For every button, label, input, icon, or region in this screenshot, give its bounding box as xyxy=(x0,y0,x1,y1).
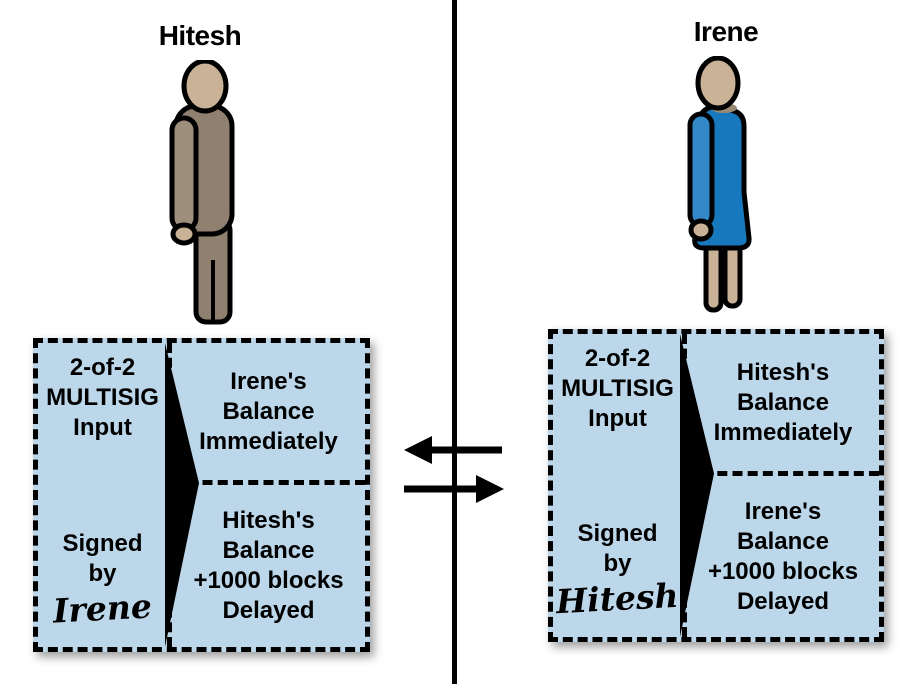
commitment-tx-box: 2-of-2 MULTISIG Input Signed by Irene Ir… xyxy=(33,338,370,652)
person-label-irene: Irene xyxy=(693,16,759,47)
hitesh-figure-icon xyxy=(169,60,235,325)
output-immediate: Hitesh's Balance Immediately xyxy=(713,358,853,446)
irene-side: Irene 2-of-2 MULTISIG Input Signed by Hi… xyxy=(453,0,906,684)
person-label-hitesh: Hitesh xyxy=(158,20,242,51)
center-divider-line xyxy=(452,0,457,684)
signed-by-block: Signed by Irene xyxy=(52,529,153,631)
multisig-input-label: 2-of-2 MULTISIG Input xyxy=(561,345,674,432)
signature: Hitesh xyxy=(555,575,680,622)
input-pane: 2-of-2 MULTISIG Input Signed by Hitesh xyxy=(553,334,682,637)
hitesh-side: Hitesh 2-of-2 MULTISIG Input Signed by I… xyxy=(33,20,370,652)
split-triangle-icon xyxy=(680,334,714,637)
signature: Irene xyxy=(52,586,153,631)
input-pane: 2-of-2 MULTISIG Input Signed by Irene xyxy=(38,343,167,647)
commitment-tx-box: 2-of-2 MULTISIG Input Signed by Hitesh H… xyxy=(548,329,884,642)
irene-figure-icon xyxy=(687,56,752,313)
exchange-arrows-icon xyxy=(404,436,504,503)
output-immediate: Irene's Balance Immediately xyxy=(199,367,338,455)
output-delayed: Hitesh's Balance +1000 blocks Delayed xyxy=(172,480,365,647)
split-triangle-icon xyxy=(165,343,199,647)
outputs-pane: Hitesh's Balance Immediately Irene's Bal… xyxy=(687,334,879,637)
output-delayed: Irene's Balance +1000 blocks Delayed xyxy=(687,471,879,637)
outputs-pane: Irene's Balance Immediately Hitesh's Bal… xyxy=(172,343,365,647)
signed-by-label: Signed by xyxy=(577,520,658,577)
signed-by-label: Signed by xyxy=(62,530,143,587)
signed-by-block: Signed by Hitesh xyxy=(555,519,680,622)
multisig-input-label: 2-of-2 MULTISIG Input xyxy=(46,354,159,441)
